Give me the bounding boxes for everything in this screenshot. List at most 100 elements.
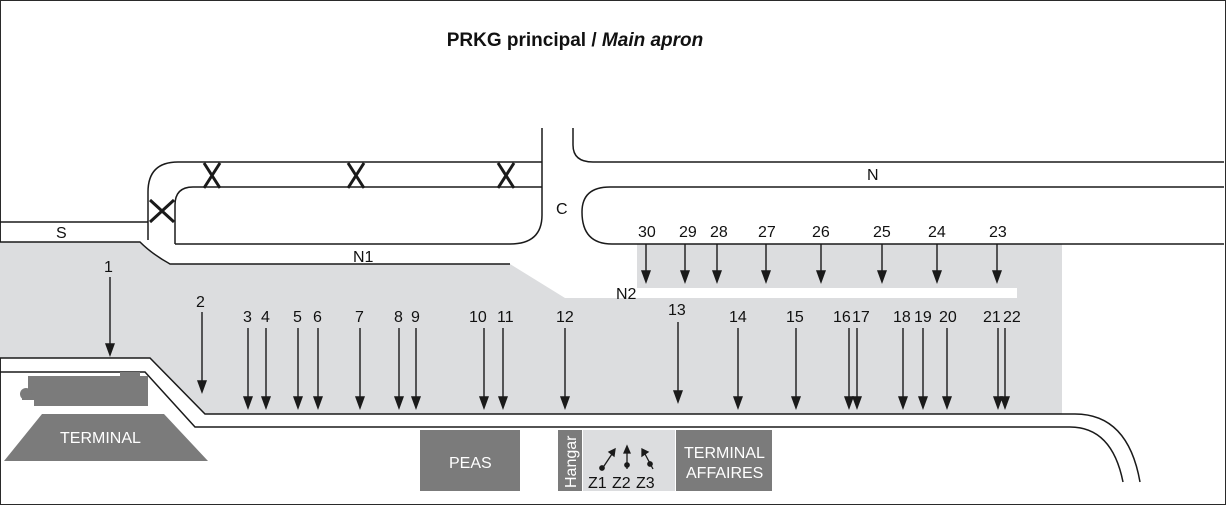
stand-23-label: 23 — [989, 224, 1007, 241]
stand-18-label: 18 — [893, 309, 911, 326]
taxiway-loop-inner — [174, 186, 542, 244]
zone-z2-label: Z2 — [612, 475, 631, 492]
stand-11-arrow — [498, 328, 508, 411]
taxiway-s-lower-edge — [0, 241, 510, 265]
stand-4-label: 4 — [261, 309, 270, 326]
stand-27-arrow — [761, 244, 771, 285]
stand-17-label: 17 — [852, 309, 870, 326]
stand-12-label: 12 — [556, 309, 574, 326]
stand-23-arrow — [992, 244, 1002, 285]
stand-25-arrow — [877, 244, 887, 285]
stand-28-arrow — [712, 244, 722, 285]
closed-x-marker-2 — [202, 162, 222, 189]
stand-4-arrow — [261, 328, 271, 411]
taxiway-loop-outer — [147, 161, 542, 240]
stand-18-arrow — [898, 328, 908, 411]
zones-area: Z1 Z2 Z3 — [583, 430, 675, 492]
stand-3-arrow — [243, 328, 253, 411]
stand-5-label: 5 — [293, 309, 302, 326]
stand-20-label: 20 — [939, 309, 957, 326]
page-title: PRKG principal / Main apron — [0, 30, 1150, 52]
stand-21-arrow — [993, 328, 1003, 411]
zone-z2-arrow — [623, 444, 631, 469]
stand-29-label: 29 — [679, 224, 697, 241]
stand-6-arrow — [313, 328, 323, 411]
stand-7-arrow — [355, 328, 365, 411]
lower-stand-labels: 1 2 3 4 5 6 7 8 9 10 11 12 13 14 15 16 1… — [104, 259, 1021, 326]
hangar-building — [558, 430, 582, 491]
peas-building — [420, 430, 520, 491]
closed-x-marker-3 — [346, 162, 366, 189]
taxiway-s-label: S — [56, 225, 67, 242]
stand-30-label: 30 — [638, 224, 656, 241]
stand-5-arrow — [293, 328, 303, 411]
terminal-marker — [20, 388, 32, 400]
stand-8-arrow — [394, 328, 404, 411]
zone-z3-label: Z3 — [636, 475, 655, 492]
stand-29-arrow — [680, 244, 690, 285]
closed-markers — [148, 162, 516, 224]
stand-25-label: 25 — [873, 224, 891, 241]
stand-1-arrow — [105, 277, 115, 358]
stand-26-label: 26 — [812, 224, 830, 241]
hangar-label: Hangar — [563, 435, 580, 488]
stand-2-label: 2 — [196, 294, 205, 311]
title-italic: Main apron — [601, 30, 704, 51]
stand-9-arrow — [411, 328, 421, 411]
taxiway-n1-label: N1 — [353, 249, 374, 266]
stand-21-label: 21 — [983, 309, 1001, 326]
zone-z3-arrow — [641, 447, 654, 470]
stand-22-arrow — [1000, 328, 1010, 411]
peas-label: PEAS — [449, 455, 492, 472]
stand-12-arrow — [560, 328, 570, 411]
zones-pad — [583, 430, 675, 491]
stand-13-arrow — [673, 322, 683, 405]
apron-south-edge-1 — [0, 357, 1141, 483]
stand-9-label: 9 — [411, 309, 420, 326]
terminal-footprint — [4, 414, 208, 461]
terminal-label: TERMINAL — [60, 430, 141, 447]
aircraft-icon — [22, 372, 148, 406]
taxiway-n-label: N — [867, 167, 879, 184]
stand-16-label: 16 — [833, 309, 851, 326]
stand-2-arrow — [197, 312, 207, 395]
stand-19-arrow — [918, 328, 928, 411]
stand-15-arrow — [791, 328, 801, 411]
stand-26-arrow — [816, 244, 826, 285]
stand-16-arrow — [844, 328, 854, 411]
stand-8-label: 8 — [394, 309, 403, 326]
stand-13-label: 13 — [668, 302, 686, 319]
stand-28-label: 28 — [710, 224, 728, 241]
taxiway-n2-label: N2 — [616, 286, 637, 303]
taxiway-c-label: C — [556, 201, 568, 218]
stand-6-label: 6 — [313, 309, 322, 326]
stand-14-label: 14 — [729, 309, 747, 326]
terminal-building: TERMINAL — [4, 372, 208, 461]
upper-stand-labels: 30 29 28 27 26 25 24 23 — [638, 224, 1007, 241]
stand-7-label: 7 — [355, 309, 364, 326]
zone-z1-arrow — [599, 447, 616, 471]
closed-x-marker-1 — [148, 198, 176, 224]
terminal-affaires-label-line2: AFFAIRES — [686, 465, 763, 482]
stand-3-label: 3 — [243, 309, 252, 326]
taxiway-n1-inner — [175, 128, 543, 245]
stand-24-label: 24 — [928, 224, 946, 241]
stand-27-label: 27 — [758, 224, 776, 241]
stand-10-label: 10 — [469, 309, 487, 326]
stand-17-arrow — [852, 328, 862, 411]
apron-south-edge-2 — [0, 371, 1124, 483]
stand-10-arrow — [479, 328, 489, 411]
terminal-affaires-label-line1: TERMINAL — [684, 445, 765, 462]
stand-20-arrow — [942, 328, 952, 411]
closed-x-marker-4 — [496, 162, 516, 189]
taxiway-n-lower — [581, 186, 1224, 245]
stand-11-label: 11 — [497, 309, 514, 326]
zone-z1-label: Z1 — [588, 475, 607, 492]
stand-22-label: 22 — [1003, 309, 1021, 326]
terminal-affaires-building — [676, 430, 772, 491]
stand-19-label: 19 — [914, 309, 932, 326]
taxiway-c-right-upper — [572, 128, 1224, 163]
stand-30-arrow — [641, 244, 651, 285]
title-main: PRKG principal / — [446, 30, 602, 51]
